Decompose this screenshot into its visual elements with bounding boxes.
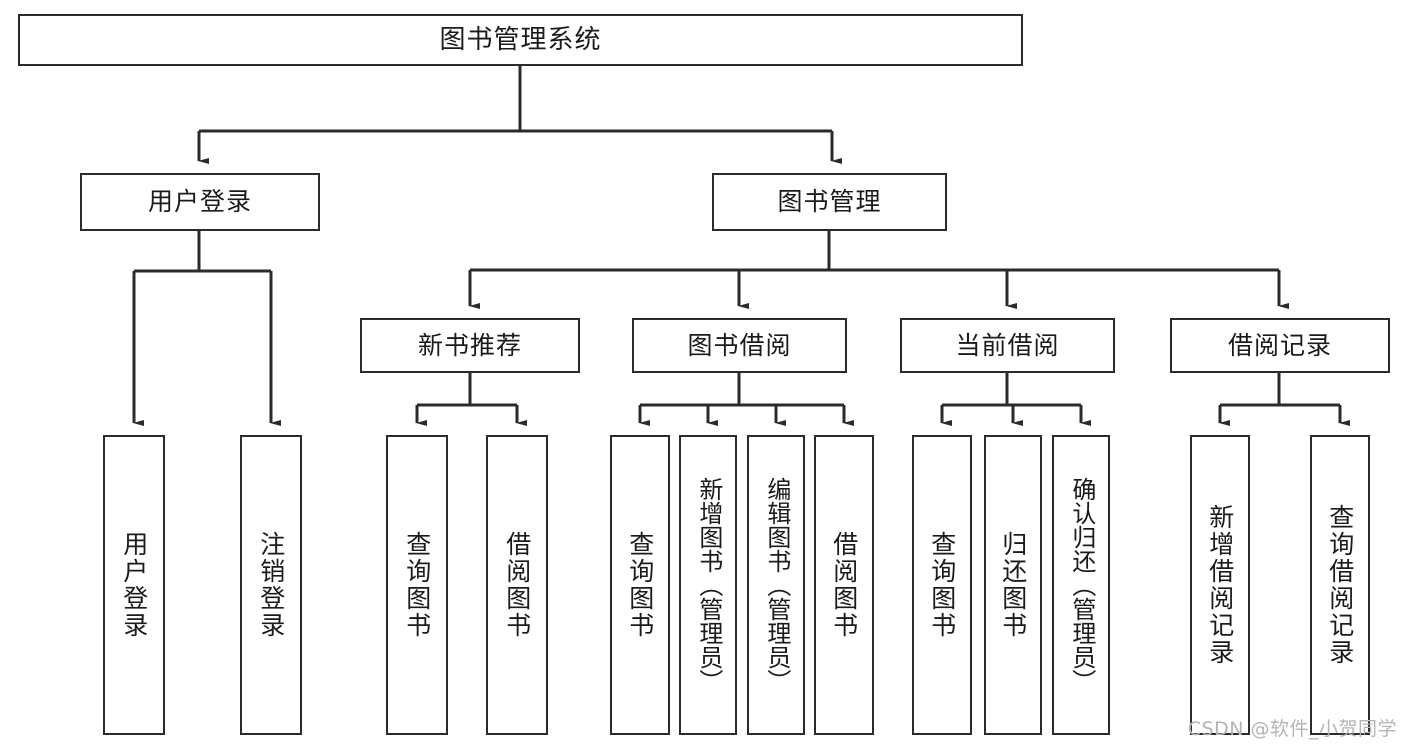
node-book-manage-label: 图书管理 <box>777 187 882 217</box>
watermark-text: CSDN @软件_小贺同学 <box>1187 718 1397 740</box>
node-leaf-borrow-book-2[interactable]: 借阅图书 <box>814 435 874 735</box>
node-leaf-add-book-label: 新增图书（管理员） <box>694 477 723 693</box>
node-leaf-query-book-2-label: 查询图书 <box>625 531 655 639</box>
node-leaf-confirm-return[interactable]: 确认归还（管理员） <box>1052 435 1110 735</box>
node-current-borrow[interactable]: 当前借阅 <box>900 318 1115 373</box>
node-user-login[interactable]: 用户登录 <box>80 173 320 231</box>
node-current-borrow-label: 当前借阅 <box>955 330 1060 360</box>
node-leaf-confirm-return-label: 确认归还（管理员） <box>1067 477 1096 693</box>
node-root-label: 图书管理系统 <box>439 24 602 55</box>
node-new-book-rec[interactable]: 新书推荐 <box>360 318 580 373</box>
node-leaf-query-record-label: 查询借阅记录 <box>1325 504 1355 666</box>
node-leaf-edit-book-label: 编辑图书（管理员） <box>762 477 791 693</box>
node-leaf-edit-book[interactable]: 编辑图书（管理员） <box>747 435 805 735</box>
node-leaf-query-book-3[interactable]: 查询图书 <box>912 435 972 735</box>
node-new-book-rec-label: 新书推荐 <box>417 330 522 360</box>
node-book-borrow-label: 图书借阅 <box>687 330 792 360</box>
node-borrow-record[interactable]: 借阅记录 <box>1170 318 1390 373</box>
node-leaf-borrow-book-1[interactable]: 借阅图书 <box>486 435 548 735</box>
node-leaf-query-record[interactable]: 查询借阅记录 <box>1310 435 1370 735</box>
node-leaf-query-book-3-label: 查询图书 <box>927 531 957 639</box>
node-leaf-user-login[interactable]: 用户登录 <box>103 435 165 735</box>
node-leaf-logout-label: 注销登录 <box>256 531 286 639</box>
node-leaf-return-book-label: 归还图书 <box>998 531 1028 639</box>
node-root[interactable]: 图书管理系统 <box>18 14 1023 66</box>
node-leaf-user-login-label: 用户登录 <box>119 531 149 639</box>
node-book-manage[interactable]: 图书管理 <box>712 173 947 231</box>
node-leaf-query-book-2[interactable]: 查询图书 <box>610 435 670 735</box>
node-leaf-query-book-1[interactable]: 查询图书 <box>386 435 448 735</box>
node-leaf-add-book[interactable]: 新增图书（管理员） <box>679 435 737 735</box>
node-leaf-query-book-1-label: 查询图书 <box>402 531 432 639</box>
node-leaf-borrow-book-1-label: 借阅图书 <box>502 531 532 639</box>
node-leaf-return-book[interactable]: 归还图书 <box>984 435 1042 735</box>
node-leaf-add-record-label: 新增借阅记录 <box>1205 504 1235 666</box>
node-leaf-borrow-book-2-label: 借阅图书 <box>829 531 859 639</box>
node-borrow-record-label: 借阅记录 <box>1227 330 1332 360</box>
node-leaf-logout[interactable]: 注销登录 <box>240 435 302 735</box>
node-user-login-label: 用户登录 <box>147 187 252 217</box>
node-book-borrow[interactable]: 图书借阅 <box>632 318 847 373</box>
node-leaf-add-record[interactable]: 新增借阅记录 <box>1190 435 1250 735</box>
